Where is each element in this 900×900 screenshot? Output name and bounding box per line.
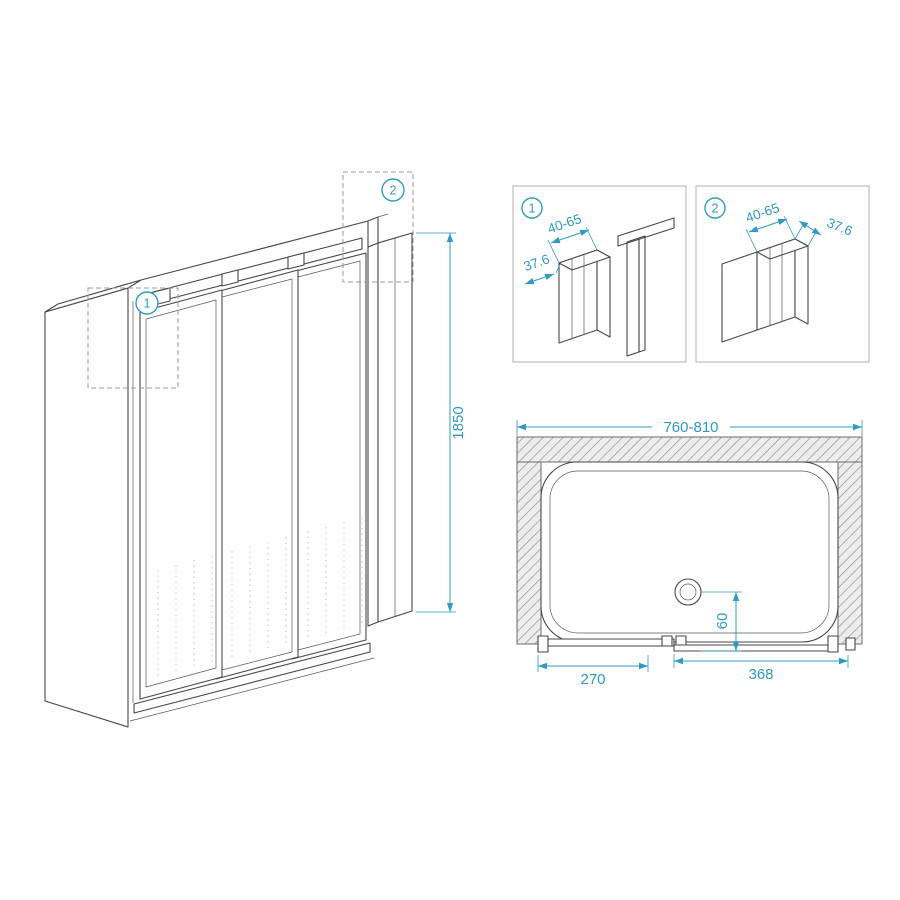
plan-front-panel: [547, 638, 675, 647]
sliding-panels: [139, 252, 367, 700]
detail-2-callout-label: 2: [712, 201, 719, 215]
detail-view-1: 40-65 37.6 1: [512, 185, 687, 363]
plan-right-end-bracket: [845, 637, 856, 651]
plan-right-section-label: 368: [748, 666, 773, 683]
detail-1-glass-side: [638, 235, 646, 353]
plan-back-panels: [673, 644, 833, 652]
plan-left-section-label: 270: [580, 671, 605, 688]
left-wall-front-face: [44, 287, 129, 728]
detail-1-depth-dimension-line: [524, 273, 555, 285]
bottom-rail: [129, 642, 375, 722]
right-column-side-face: [367, 242, 379, 627]
tray-inner-edge: [549, 470, 830, 634]
glass-panel-3: [291, 252, 367, 660]
detail-1-width-dimension-line: [550, 229, 590, 244]
callout-box-1: [87, 287, 179, 389]
detail-1-depth-extension-line: [555, 263, 561, 274]
plan-wall-right: [837, 461, 863, 645]
plan-drain-offset-dimension: 60: [700, 591, 742, 652]
plan-right-section-dimension: 368: [673, 654, 849, 683]
track-tube-lines: [137, 237, 363, 308]
detail-2-callout: 2: [704, 197, 726, 219]
plan-drain-offset-label: 60: [714, 613, 731, 630]
main-isometric-view: 1850 1 2: [44, 171, 467, 728]
callout-2-label: 2: [390, 183, 397, 197]
plan-left-section-dimension: 270: [537, 655, 649, 688]
detail-2-profile-channel-lines: [769, 244, 783, 326]
height-dimension: 1850: [416, 232, 467, 613]
callout-1: 1: [135, 291, 159, 315]
plan-left-section-extension-lines: [537, 655, 649, 672]
detail-2-depth-dimension-line: [798, 220, 822, 236]
callout-2-circle: [381, 178, 405, 202]
drain-inner-circle: [679, 583, 697, 601]
shower-tray: [540, 461, 839, 643]
right-wall-profile-tick: [377, 213, 389, 218]
detail-1-callout-circle: [521, 197, 543, 219]
detail-1-track-lines: [617, 217, 675, 247]
detail-1-profile-side-face: [596, 249, 611, 338]
wall-profile-detail-1: [558, 217, 675, 357]
plan-wall-top: [516, 436, 863, 463]
tray-outer-edge: [540, 461, 839, 643]
floor-line: [129, 657, 375, 722]
main-height-dimension-label: 1850: [450, 406, 467, 439]
back-top-edge-line: [140, 220, 369, 281]
plan-view: 760-810 60 270 368: [516, 419, 863, 688]
callout-2: 2: [381, 178, 405, 202]
detail-1-profile-channel-lines: [571, 255, 585, 339]
detail-2-width-dimension-line: [748, 218, 788, 233]
callout-1-label: 1: [144, 296, 151, 310]
plan-right-wall-profile: [827, 635, 839, 653]
left-wall: [44, 279, 142, 728]
plan-width-label: 760-810: [663, 419, 718, 436]
plan-guide-block-1: [661, 635, 673, 647]
detail-2-wall-face: [721, 251, 758, 343]
detail-1-callout-label: 1: [529, 201, 536, 215]
detail-2-callout-circle: [704, 197, 726, 219]
glass-panel-1: [139, 289, 223, 700]
callout-box-2: [342, 171, 414, 283]
door-assembly-plan: [537, 635, 856, 653]
detail-1-glass-edge: [626, 237, 640, 357]
detail-1-callout: 1: [521, 197, 543, 219]
detail-view-2: 40-65 37.6 2: [695, 185, 870, 363]
plan-wall-left: [516, 461, 542, 645]
plan-width-dimension: 760-810: [516, 419, 863, 436]
glass-panel-2: [215, 269, 299, 680]
right-wall-column: [367, 213, 413, 627]
wall-profile-detail-2: [721, 238, 809, 343]
glass-panel-1-frame: [145, 299, 217, 688]
top-track: [132, 220, 369, 703]
right-wall-profile-top: [367, 216, 379, 248]
drain-outer-circle: [674, 578, 702, 606]
bottom-rail-lines: [133, 642, 371, 714]
callout-1-circle: [135, 291, 159, 315]
plan-left-wall-profile: [537, 635, 549, 653]
detail-2-profile-side-face: [794, 238, 809, 325]
